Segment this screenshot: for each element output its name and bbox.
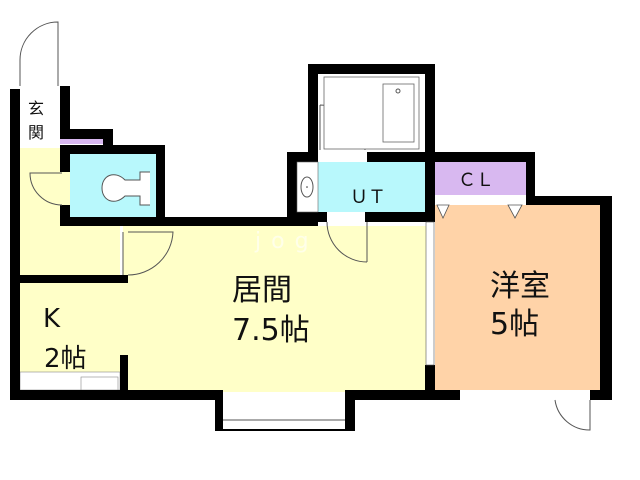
utility-label: ＵＴ (350, 187, 386, 208)
watermark: jog (254, 229, 319, 254)
kitchen-size: 2帖 (44, 344, 87, 374)
toilet-door[interactable] (29, 172, 63, 206)
sink (80, 376, 119, 391)
bath-area (323, 76, 420, 150)
washbasin-icon (300, 176, 314, 198)
western-room-size: 5帖 (490, 307, 539, 342)
utility-door[interactable] (326, 221, 368, 263)
living-label: 居間 (232, 273, 292, 308)
western-room-door[interactable] (554, 399, 591, 431)
closet-door-right[interactable] (507, 204, 523, 219)
closet-door-left[interactable] (436, 204, 450, 219)
entrance-label-2: 関 (28, 123, 44, 142)
hall-door[interactable] (122, 231, 174, 276)
window-bay (223, 392, 345, 430)
bathtub-icon (382, 83, 415, 143)
kitchen-label: K (43, 304, 61, 334)
entrance-door[interactable] (19, 21, 59, 86)
closet-floor (435, 162, 526, 196)
living-room-floor (128, 226, 426, 392)
sliding-door[interactable] (425, 221, 435, 366)
walls (10, 64, 612, 430)
entrance-label-1: 玄 (28, 99, 44, 118)
living-size: 7.5帖 (232, 313, 310, 348)
closet-label: ＣＬ (458, 170, 494, 191)
western-room-floor (435, 205, 601, 390)
utility-floor (318, 162, 426, 212)
toilet-icon (101, 171, 150, 206)
shelf-strip (60, 139, 103, 144)
western-room-label: 洋室 (490, 269, 550, 304)
